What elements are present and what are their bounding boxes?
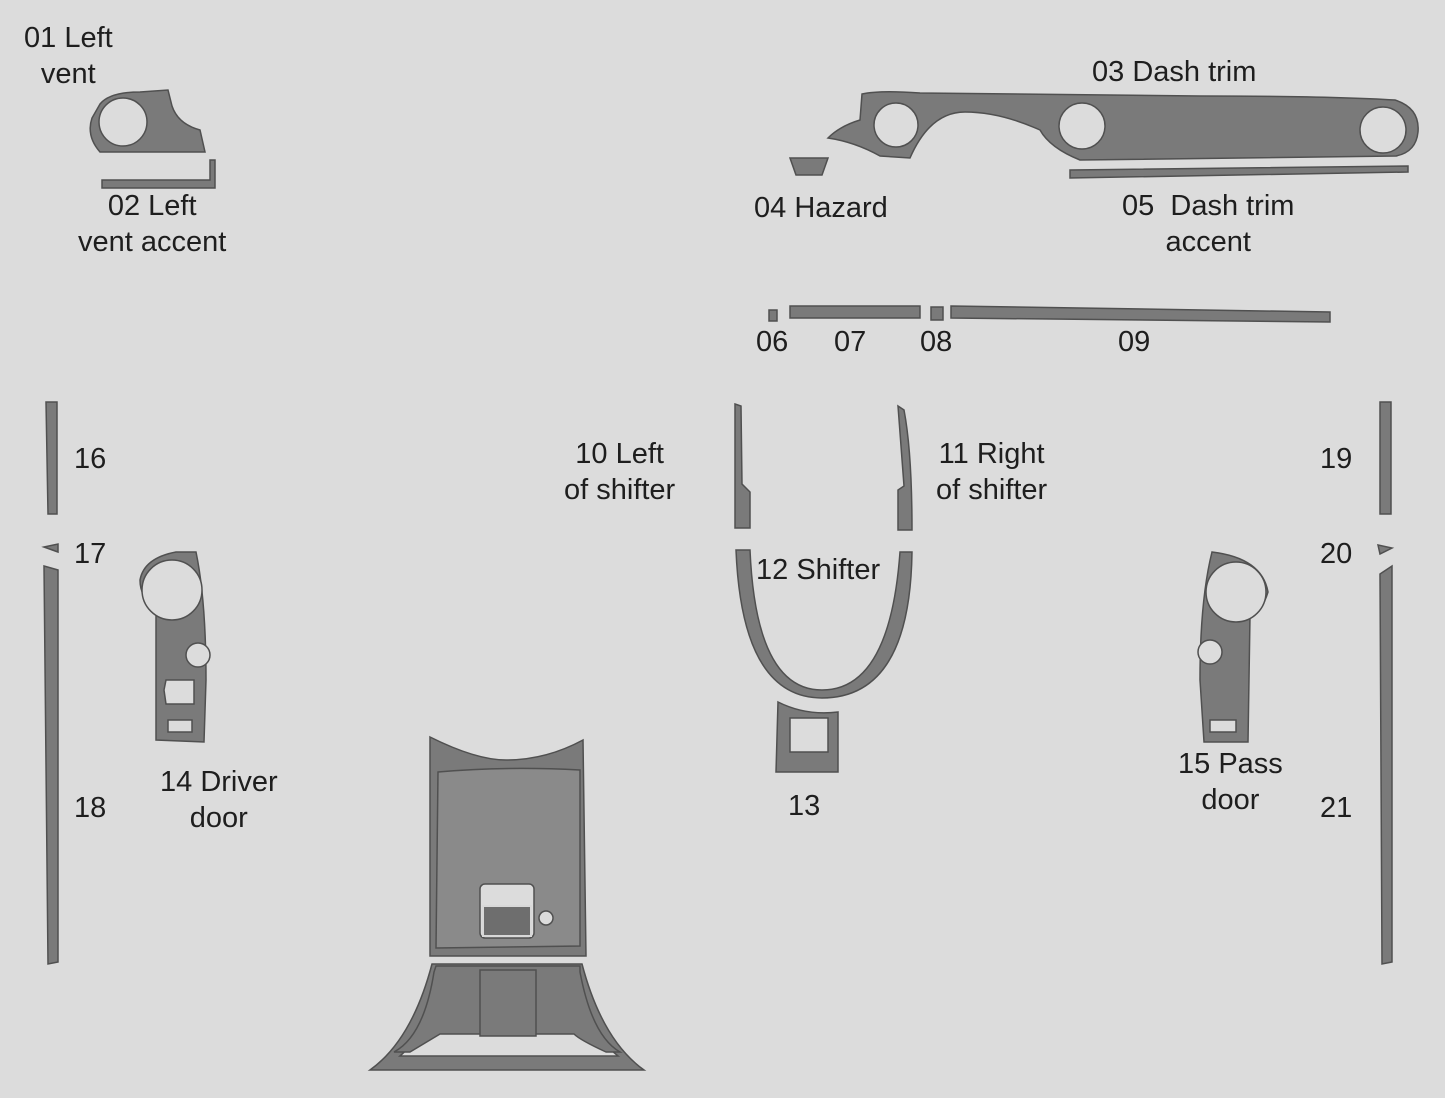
- part-01-left-vent: [89, 89, 206, 153]
- part-07-strip: [789, 305, 921, 319]
- part-04-hazard: [788, 157, 830, 176]
- part-21-strip: [1379, 564, 1393, 965]
- part-13-bezel: [775, 700, 839, 773]
- label-17: 17: [74, 538, 107, 570]
- part-02-left-vent-accent: [101, 159, 216, 189]
- label-01-left-vent: 01 Left vent: [24, 22, 113, 90]
- label-09: 09: [1118, 326, 1151, 358]
- part-20-strip: [1377, 544, 1395, 556]
- label-03-dash-trim: 03 Dash trim: [1092, 56, 1257, 88]
- part-10-left-of-shifter: [734, 402, 751, 529]
- part-11-right-of-shifter: [897, 404, 913, 531]
- label-05-dash-trim-accent: 05 Dash trim accent: [1122, 190, 1295, 258]
- label-20: 20: [1320, 538, 1353, 570]
- part-06-strip: [768, 309, 778, 322]
- label-06: 06: [756, 326, 789, 358]
- part-12-shifter: [735, 549, 913, 699]
- part-16-strip: [45, 401, 58, 515]
- label-13: 13: [788, 790, 821, 822]
- label-02-left-vent-accent: 02 Left vent accent: [78, 190, 227, 258]
- part-08-strip: [930, 306, 944, 321]
- label-12-shifter: 12 Shifter: [756, 554, 881, 586]
- part-15-pass-door: [1197, 551, 1269, 743]
- label-10-left-of-shifter: 10 Left of shifter: [564, 438, 676, 506]
- label-14-driver-door: 14 Driver door: [160, 766, 278, 834]
- part-18-strip: [43, 565, 59, 965]
- part-19-strip: [1379, 401, 1392, 515]
- part-05-dash-trim-accent: [1069, 165, 1409, 179]
- label-16: 16: [74, 443, 107, 475]
- part-09-strip: [950, 305, 1331, 323]
- part-14-driver-door: [139, 551, 211, 743]
- label-19: 19: [1320, 443, 1353, 475]
- label-15-pass-door: 15 Pass door: [1178, 748, 1283, 816]
- label-04-hazard: 04 Hazard: [754, 192, 888, 224]
- label-07: 07: [834, 326, 867, 358]
- part-center-console: [367, 735, 647, 1071]
- label-21: 21: [1320, 792, 1353, 824]
- label-18: 18: [74, 792, 107, 824]
- part-17-strip: [41, 543, 59, 554]
- part-03-dash-trim: [826, 90, 1419, 161]
- label-11-right-of-shifter: 11 Right of shifter: [936, 438, 1048, 506]
- label-08: 08: [920, 326, 953, 358]
